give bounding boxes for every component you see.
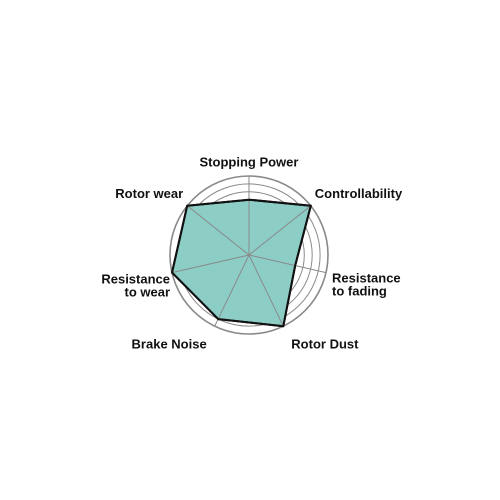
axis-label: Rotor wear [115,186,183,201]
axis-label-line: Brake Noise [132,337,207,352]
radar-spokes [171,176,327,327]
axis-label: Brake Noise [132,337,207,352]
axis-spoke [214,254,250,327]
axis-spoke [171,254,250,274]
axis-label-line: to wear [124,285,170,300]
series-area [171,198,312,328]
axis-label-line: Resistance [101,272,170,287]
axis-label-line: Controllability [315,186,403,201]
axis-label: Stopping Power [200,155,299,170]
axis-label-line: Rotor Dust [291,337,359,352]
axis-label-line: Stopping Power [200,155,299,170]
axis-label-line: to fading [332,284,387,299]
axis-label-line: Resistance [332,271,401,286]
axis-label-line: Rotor wear [115,186,183,201]
axis-spoke [248,254,284,327]
axis-spoke [248,254,327,274]
series-outline [171,198,312,328]
radar-series [171,198,312,328]
axis-spoke [248,205,312,256]
axis-label: Controllability [315,186,403,201]
axis-label: Rotor Dust [291,337,359,352]
axis-spoke [186,205,250,256]
